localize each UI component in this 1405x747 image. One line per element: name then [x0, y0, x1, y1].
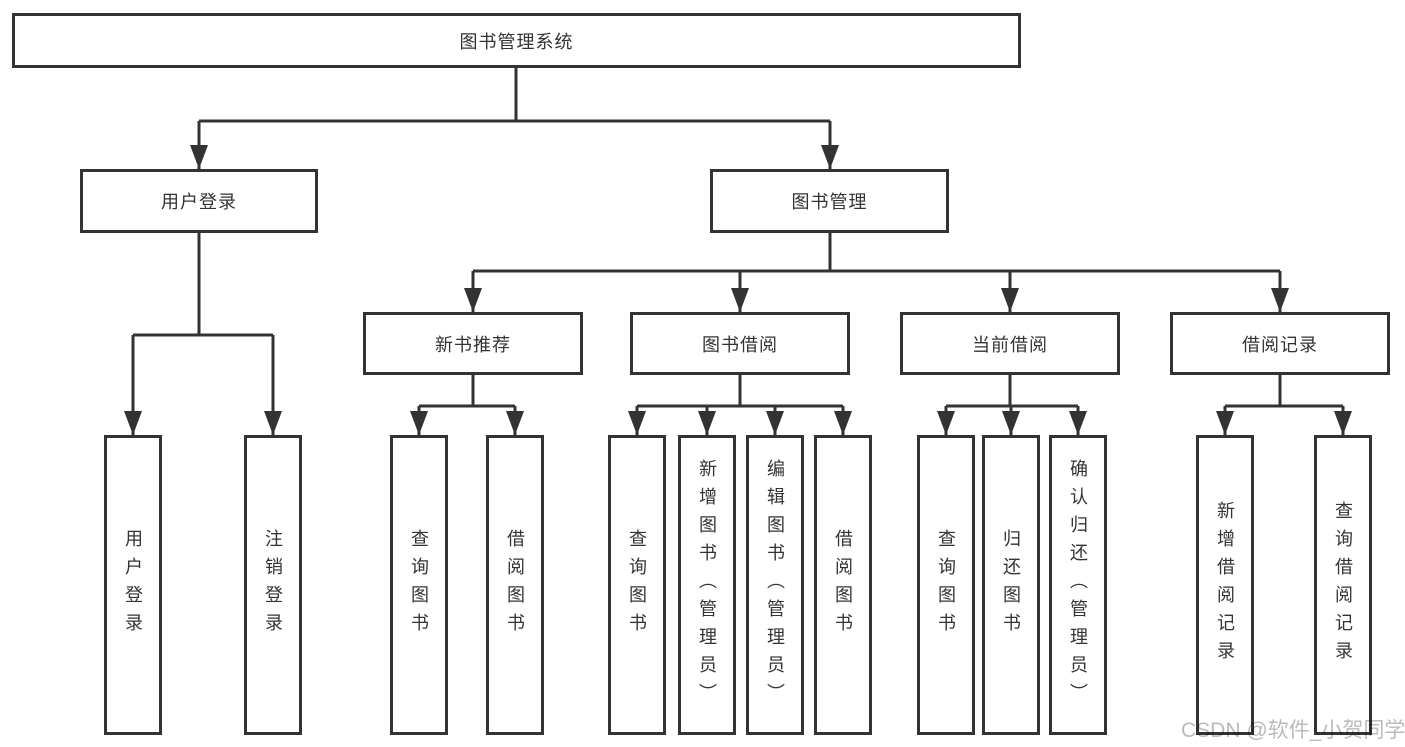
node-new-book-recommend-label: 新书推荐	[435, 334, 511, 355]
node-borrow-record: 借阅记录	[1170, 312, 1390, 375]
leaf-add-book-admin: 新增图书（管理员）	[678, 435, 736, 735]
arrowheads	[124, 145, 1352, 435]
leaf-edit-book-admin-label: 编辑图书（管理员）	[765, 459, 785, 711]
leaf-logout-label: 注销登录	[263, 529, 283, 641]
csdn-watermark: CSDN @软件_小贺同学	[1181, 719, 1405, 742]
leaf-add-borrow-record: 新增借阅记录	[1196, 435, 1254, 735]
tree-edges	[131, 68, 1345, 435]
leaf-user-login: 用户登录	[104, 435, 162, 735]
node-borrow-record-label: 借阅记录	[1242, 334, 1318, 355]
leaf-edit-book-admin: 编辑图书（管理员）	[746, 435, 804, 735]
node-book-borrow: 图书借阅	[630, 312, 850, 375]
node-root-label: 图书管理系统	[459, 31, 574, 52]
leaf-return-book: 归还图书	[982, 435, 1040, 735]
leaf-recommend-borrow-book: 借阅图书	[486, 435, 544, 735]
node-book-management: 图书管理	[710, 169, 949, 233]
leaf-borrow-book: 借阅图书	[814, 435, 872, 735]
node-current-borrow-label: 当前借阅	[972, 334, 1048, 355]
node-book-borrow-label: 图书借阅	[702, 334, 778, 355]
leaf-add-borrow-record-label: 新增借阅记录	[1215, 501, 1235, 669]
leaf-borrow-query-book: 查询图书	[608, 435, 666, 735]
leaf-user-login-label: 用户登录	[123, 529, 143, 641]
leaf-query-borrow-record-label: 查询借阅记录	[1333, 501, 1353, 669]
leaf-recommend-borrow-book-label: 借阅图书	[505, 529, 525, 641]
leaf-borrow-query-book-label: 查询图书	[627, 529, 647, 641]
node-user-login: 用户登录	[80, 169, 318, 233]
leaf-recommend-query-book-label: 查询图书	[409, 529, 429, 641]
leaf-current-query-book: 查询图书	[917, 435, 975, 735]
node-new-book-recommend: 新书推荐	[363, 312, 583, 375]
node-root: 图书管理系统	[12, 13, 1021, 68]
leaf-current-query-book-label: 查询图书	[936, 529, 956, 641]
node-current-borrow: 当前借阅	[900, 312, 1120, 375]
leaf-borrow-book-label: 借阅图书	[833, 529, 853, 641]
leaf-return-book-label: 归还图书	[1001, 529, 1021, 641]
leaf-confirm-return-admin-label: 确认归还（管理员）	[1068, 459, 1088, 711]
leaf-logout: 注销登录	[244, 435, 302, 735]
node-user-login-label: 用户登录	[161, 192, 237, 212]
node-book-management-label: 图书管理	[791, 192, 868, 212]
leaf-query-borrow-record: 查询借阅记录	[1314, 435, 1372, 735]
leaf-recommend-query-book: 查询图书	[390, 435, 448, 735]
leaf-confirm-return-admin: 确认归还（管理员）	[1049, 435, 1107, 735]
leaf-add-book-admin-label: 新增图书（管理员）	[697, 459, 717, 711]
